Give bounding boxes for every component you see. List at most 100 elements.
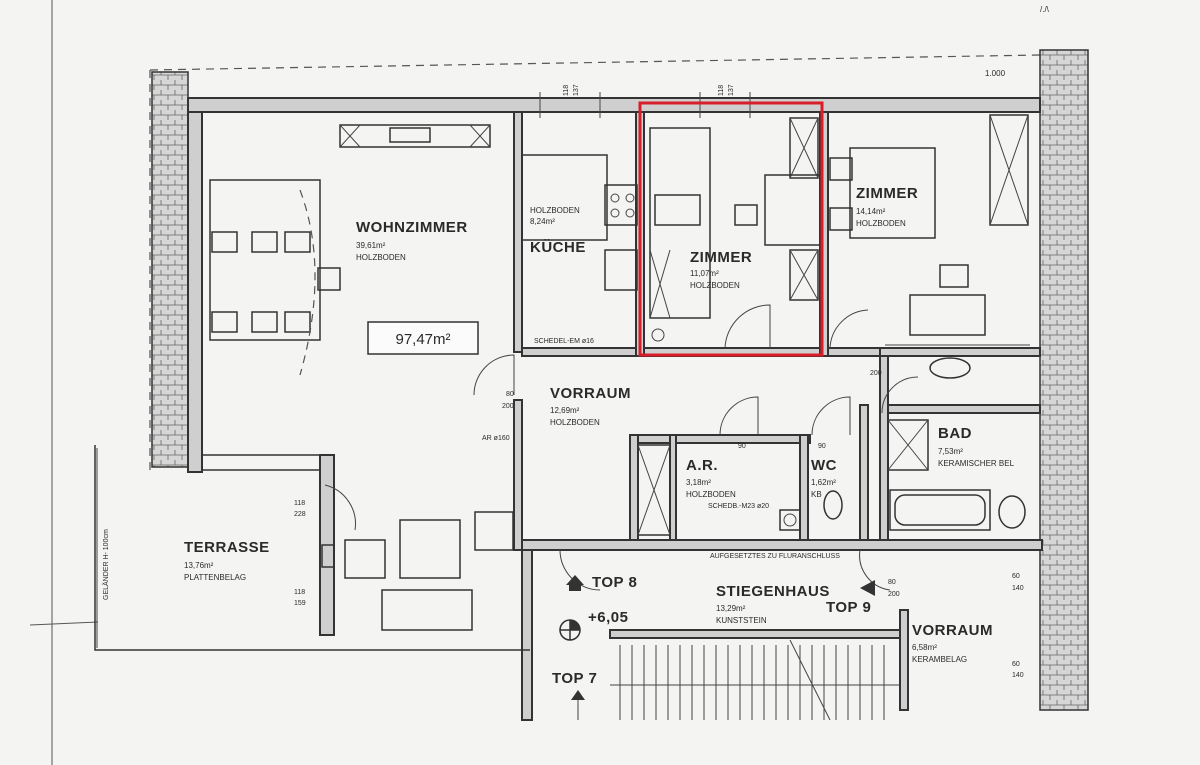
wall-bad-top [879, 404, 1041, 414]
ar-area: 3,18m² [686, 478, 711, 487]
plan-mark: 1.000 [985, 69, 1006, 78]
dim-60: 60 [1012, 661, 1020, 668]
dim-80: 80 [506, 391, 514, 398]
ar-name: A.R. [686, 457, 718, 474]
wc-area: 1,62m² [811, 478, 836, 487]
dim-134: 60 [1012, 573, 1020, 580]
dim-140: 140 [1012, 585, 1024, 592]
zimmer2-floor: HOLZBODEN [856, 219, 906, 228]
bad-area: 7,53m² [938, 447, 963, 456]
kueche-name: KÜCHE [530, 239, 586, 256]
kueche-area: 8,24m² [530, 217, 555, 226]
window-marks-top [539, 92, 751, 118]
dim-200c: 200 [888, 591, 900, 598]
level-marker [559, 619, 581, 641]
wohnzimmer-name: WOHNZIMMER [356, 219, 468, 236]
dim-118b: 118 [294, 589, 305, 596]
wc-name: WC [811, 457, 837, 474]
zimmer2-name: ZIMMER [856, 185, 918, 202]
top8-marker [566, 575, 584, 591]
scan-mark-line [29, 621, 99, 626]
terrasse-area: 13,76m² [184, 561, 214, 570]
bad-floor: KERAMISCHER BEL [938, 459, 1015, 468]
terrasse-floor: PLATTENBELAG [184, 573, 246, 582]
wall-ar-left [629, 434, 639, 546]
wall-stiegenhaus-inner [609, 629, 901, 639]
top8-label: TOP 8 [592, 574, 637, 591]
stiegenhaus-floor: KUNSTSTEIN [716, 616, 767, 625]
dim-top-137: 137 [573, 84, 580, 96]
terrasse-outline [94, 445, 530, 651]
zimmer2-area: 14,14m² [856, 207, 886, 216]
doors [324, 304, 919, 591]
top9-arrow-icon [860, 580, 875, 596]
outer-wall-top [187, 97, 1041, 113]
wc-fixtures [779, 490, 843, 531]
ar-schedel: SCHEDB.-M23 ø20 [708, 503, 769, 510]
stiegenhaus-area: 13,29m² [716, 604, 746, 613]
dim-228: 228 [294, 511, 306, 518]
wall-wohnzimmer-left [187, 111, 203, 473]
terrasse-name: TERRASSE [184, 539, 270, 556]
zimmer1-floor: HOLZBODEN [690, 281, 740, 290]
wall-ar-wc [799, 434, 809, 546]
ar-shelf [637, 444, 671, 536]
wall-wc-bad [859, 404, 869, 546]
total-area: 97,47m² [395, 331, 450, 348]
fireplace-unit [339, 124, 491, 148]
top7-marker [571, 690, 585, 720]
dim-90b: 90 [818, 443, 826, 450]
highlight-box [638, 101, 824, 357]
ar-floor: HOLZBODEN [686, 490, 736, 499]
vorraum2-area: 6,58m² [912, 643, 937, 652]
dim-200: 200 [502, 403, 514, 410]
kueche-floor: HOLZBODEN [530, 206, 580, 215]
wohnzimmer-floor: HOLZBODEN [356, 253, 406, 262]
corner-mark: /./\ [1040, 5, 1050, 14]
level-label: +6,05 [588, 609, 628, 626]
dim-200b: 200 [870, 370, 882, 377]
wall-ar-top [629, 434, 811, 444]
bad-fixtures [887, 357, 1026, 531]
dim-159: 159 [294, 600, 306, 607]
gelaender-label: GELÄNDER H- 100cm [102, 529, 110, 600]
vorraum2-name: VORRAUM [912, 622, 993, 639]
outer-wall-left [151, 71, 189, 468]
roof-line-top [149, 54, 1041, 71]
wall-zimmer2-bottom [879, 347, 1041, 357]
zimmer1-area: 11,07m² [690, 269, 719, 278]
vorraum-floor: HOLZBODEN [550, 418, 600, 427]
zimmer1-name: ZIMMER [690, 249, 752, 266]
staircase [610, 639, 900, 721]
outer-wall-right [1039, 49, 1089, 711]
wohnzimmer-area: 39,61m² [356, 241, 386, 250]
vorraum-area: 12,69m² [550, 406, 580, 415]
kueche-schedel: SCHEDEL-EM ø16 [534, 338, 594, 345]
vorraum2-floor: KERAMBELAG [912, 655, 967, 664]
sofa-group [321, 511, 514, 631]
dim-top-137b: 137 [728, 84, 735, 96]
dim-top-118b: 118 [718, 85, 725, 96]
vorraum-name: VORRAUM [550, 385, 631, 402]
zimmer2-furniture [829, 114, 1030, 346]
top7-label: TOP 7 [552, 670, 597, 687]
dim-118: 118 [294, 500, 305, 507]
zimmer1-furniture [649, 117, 821, 342]
bad-name: BAD [938, 425, 972, 442]
wall-stiegenhaus-top [521, 539, 1043, 551]
dim-140b: 140 [1012, 672, 1024, 679]
dim-80b: 80 [888, 579, 896, 586]
wall-vorraum2-left [899, 609, 909, 711]
aufsatz-label: AUFGESETZTES ZU FLURANSCHLUSS [710, 553, 840, 560]
wall-wohn-vorraum [513, 399, 523, 551]
wall-wohn-kueche [513, 111, 523, 353]
wc-floor: KB [811, 490, 822, 499]
total-area-box [367, 321, 479, 355]
stiegenhaus-name: STIEGENHAUS [716, 583, 830, 600]
kitchen-counter [521, 154, 638, 291]
wall-bad-left [879, 355, 889, 547]
dim-top-118: 118 [563, 85, 570, 96]
ar-160-label: AR ø160 [482, 435, 510, 442]
wall-stiegenhaus-left [521, 549, 533, 721]
